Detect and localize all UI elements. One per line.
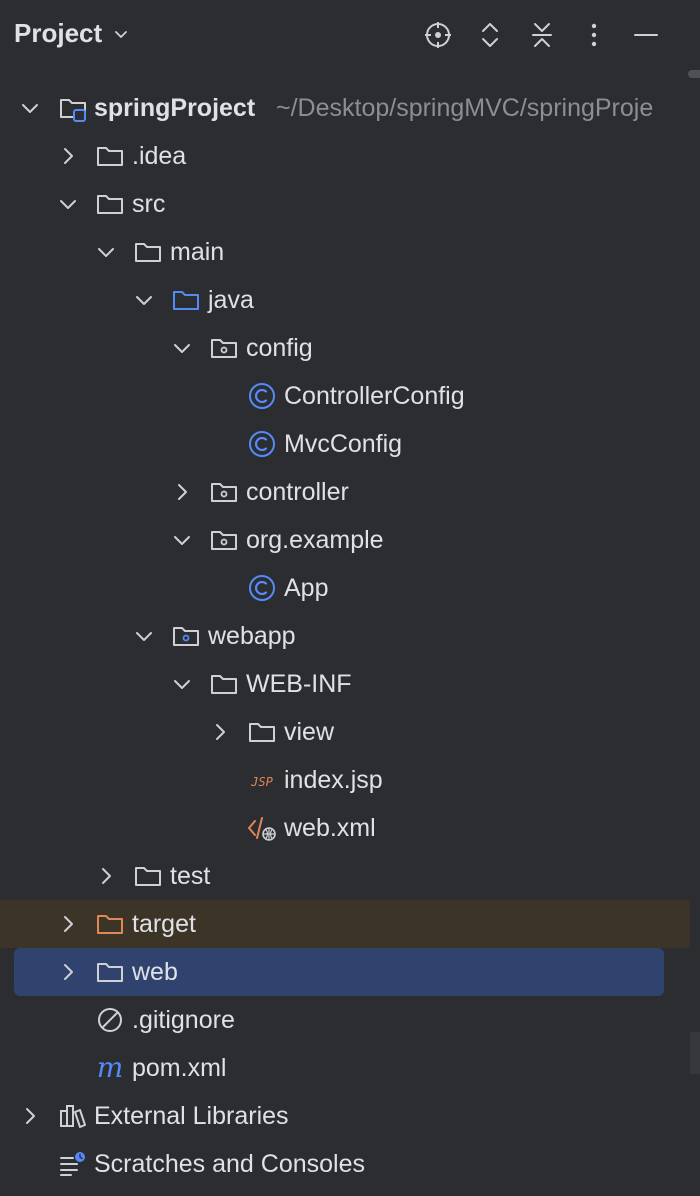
jsp-file-icon: JSP	[247, 765, 277, 795]
chevron-down-icon[interactable]	[171, 529, 193, 551]
tree-row-controllerconfig[interactable]: ControllerConfig	[0, 372, 690, 420]
tree-label-web-inf: WEB-INF	[246, 669, 352, 698]
svg-text:m: m	[97, 1053, 124, 1083]
more-options-icon[interactable]	[577, 18, 611, 52]
source-folder-icon	[171, 285, 201, 315]
chevron-down-icon[interactable]	[57, 193, 79, 215]
tree-label-external-libraries: External Libraries	[94, 1101, 289, 1130]
tree-row-target[interactable]: target	[0, 900, 690, 948]
project-view-selector[interactable]: Project	[14, 18, 130, 49]
collapse-all-icon[interactable]	[525, 18, 559, 52]
chevron-down-icon[interactable]	[133, 289, 155, 311]
tree-row-gitignore[interactable]: .gitignore	[0, 996, 690, 1044]
maven-icon: m	[95, 1053, 125, 1083]
tree-label-mvcconfig: MvcConfig	[284, 429, 403, 458]
tree-label-test: test	[170, 861, 211, 890]
tree-label-view: view	[284, 717, 335, 746]
chevron-down-icon[interactable]	[95, 241, 117, 263]
tree-row-mvcconfig[interactable]: MvcConfig	[0, 420, 690, 468]
tree-label-idea: .idea	[132, 141, 187, 170]
folder-icon	[95, 141, 125, 171]
chevron-right-icon[interactable]	[57, 961, 79, 983]
web-folder-icon	[171, 621, 201, 651]
tree-row-webapp[interactable]: webapp	[0, 612, 690, 660]
tree-label-app: App	[284, 573, 329, 602]
tree-row-config[interactable]: config	[0, 324, 690, 372]
excluded-folder-icon	[95, 909, 125, 939]
folder-icon	[95, 957, 125, 987]
tree-path-springproject: ~/Desktop/springMVC/springProje	[276, 93, 654, 122]
tree-label-index-jsp: index.jsp	[284, 765, 383, 794]
expand-collapse-icon[interactable]	[473, 18, 507, 52]
chevron-right-icon[interactable]	[57, 145, 79, 167]
folder-icon	[133, 861, 163, 891]
tree-row-web[interactable]: web	[14, 948, 664, 996]
scrollbar-track-marker	[690, 1032, 700, 1074]
tree-row-web-xml[interactable]: web.xml	[0, 804, 690, 852]
tree-row-view[interactable]: view	[0, 708, 690, 756]
tree-row-test[interactable]: test	[0, 852, 690, 900]
chevron-right-icon[interactable]	[171, 481, 193, 503]
tree-row-main[interactable]: main	[0, 228, 690, 276]
tree-label-src: src	[132, 189, 166, 218]
tree-label-controller: controller	[246, 477, 349, 506]
class-icon	[247, 381, 277, 411]
chevron-down-icon[interactable]	[133, 625, 155, 647]
folder-icon	[95, 189, 125, 219]
tree-row-idea[interactable]: .idea	[0, 132, 690, 180]
tree-row-src[interactable]: src	[0, 180, 690, 228]
tree-label-webapp: webapp	[208, 621, 296, 650]
chevron-right-icon[interactable]	[209, 721, 231, 743]
chevron-down-icon[interactable]	[171, 673, 193, 695]
package-icon	[209, 333, 239, 363]
hide-icon[interactable]	[629, 18, 663, 52]
tree-row-pom-xml[interactable]: m pom.xml	[0, 1044, 690, 1092]
tree-label-springproject: springProject	[94, 93, 256, 122]
tree-label-pom-xml: pom.xml	[132, 1053, 227, 1082]
tool-window-header: Project	[0, 0, 700, 70]
web-xml-icon	[247, 813, 277, 843]
package-icon	[209, 477, 239, 507]
tree-label-web: web	[132, 957, 178, 986]
tree-row-app[interactable]: App	[0, 564, 690, 612]
ignore-file-icon	[95, 1005, 125, 1035]
tree-label-config: config	[246, 333, 313, 362]
tree-label-org-example: org.example	[246, 525, 384, 554]
chevron-down-icon	[115, 30, 128, 38]
chevron-down-icon[interactable]	[171, 337, 193, 359]
class-icon	[247, 573, 277, 603]
tool-window-title: Project	[14, 18, 103, 48]
tree-label-controllerconfig: ControllerConfig	[284, 381, 465, 410]
chevron-down-icon[interactable]	[19, 97, 41, 119]
svg-text:JSP: JSP	[250, 775, 273, 789]
tree-row-org-example[interactable]: org.example	[0, 516, 690, 564]
tree-label-target: target	[132, 909, 196, 938]
tree-label-java: java	[208, 285, 254, 314]
tree-row-external-libraries[interactable]: External Libraries	[0, 1092, 690, 1140]
library-icon	[58, 1101, 88, 1131]
chevron-right-icon[interactable]	[19, 1105, 41, 1127]
folder-icon	[247, 717, 277, 747]
chevron-right-icon[interactable]	[57, 913, 79, 935]
tree-row-springproject[interactable]: springProject ~/Desktop/springMVC/spring…	[0, 84, 690, 132]
locate-icon[interactable]	[421, 18, 455, 52]
package-icon	[209, 525, 239, 555]
chevron-right-icon[interactable]	[95, 865, 117, 887]
tree-label-scratches: Scratches and Consoles	[94, 1149, 365, 1178]
tree-label-main: main	[170, 237, 225, 266]
folder-icon	[209, 669, 239, 699]
folder-icon	[133, 237, 163, 267]
tree-label-web-xml: web.xml	[284, 813, 376, 842]
tree-row-controller[interactable]: controller	[0, 468, 690, 516]
scrollbar-thumb[interactable]	[688, 70, 700, 78]
module-folder-icon	[58, 93, 88, 123]
tree-row-scratches[interactable]: Scratches and Consoles	[0, 1140, 690, 1188]
tree-row-java[interactable]: java	[0, 276, 690, 324]
tree-row-index-jsp[interactable]: JSP index.jsp	[0, 756, 690, 804]
tree-label-gitignore: .gitignore	[132, 1005, 235, 1034]
scratches-icon	[58, 1149, 88, 1179]
class-icon	[247, 429, 277, 459]
tree-row-web-inf[interactable]: WEB-INF	[0, 660, 690, 708]
